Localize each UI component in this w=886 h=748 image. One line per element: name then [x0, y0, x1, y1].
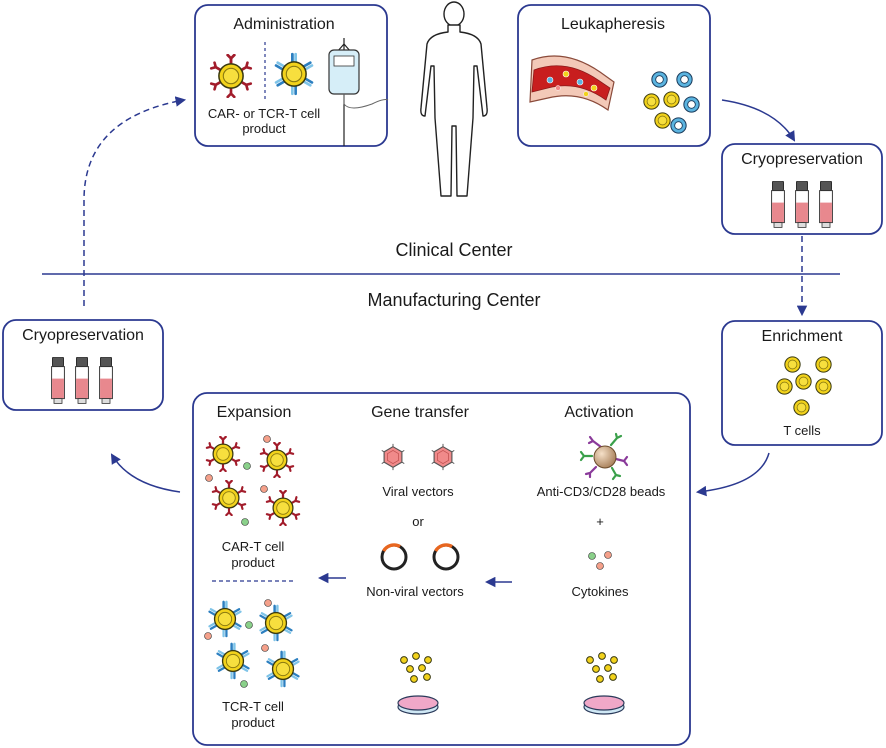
cryopreservation-right-title: Cryopreservation	[741, 151, 863, 168]
plus-label: +	[596, 514, 604, 529]
viral-vectors-label: Viral vectors	[382, 484, 454, 499]
expansion-car-t-cells	[205, 435, 300, 526]
enrichment-title: Enrichment	[761, 328, 843, 345]
cytokines-label: Cytokines	[571, 584, 629, 599]
petri-dish-activation	[583, 695, 625, 715]
arrow-cryo-to-administration	[83, 96, 187, 306]
administration-title: Administration	[233, 16, 335, 33]
vials-right	[771, 181, 833, 228]
beads-label: Anti-CD3/CD28 beads	[536, 484, 666, 499]
tcr-t-label-line2: product	[231, 715, 275, 730]
or-label: or	[412, 514, 424, 529]
administration-caption-line2: product	[242, 121, 286, 136]
blood-vessel-icon	[529, 55, 615, 112]
iv-bag-icon	[328, 38, 389, 146]
human-silhouette-icon	[420, 1, 488, 197]
arrow-expansion-to-cryo	[110, 453, 181, 493]
cryopreservation-left-title: Cryopreservation	[22, 327, 144, 344]
expansion-title: Expansion	[216, 404, 292, 421]
car-t-label-line1: CAR-T cell	[221, 539, 285, 554]
cytokine-icon	[588, 551, 612, 570]
arrow-leukapheresis-to-cryo	[721, 99, 796, 142]
administration-caption-line1: CAR- or TCR-T cell	[207, 106, 321, 121]
vials-left	[51, 357, 113, 404]
car-t-label-line2: product	[231, 555, 275, 570]
arrow-enrichment-to-activation	[695, 452, 770, 497]
manufacturing-center-label: Manufacturing Center	[367, 290, 541, 310]
leukapheresis-box	[517, 4, 711, 147]
activation-title: Activation	[564, 404, 634, 421]
non-viral-vectors-label: Non-viral vectors	[366, 584, 464, 599]
enrichment-caption: T cells	[783, 423, 821, 438]
leukapheresis-title: Leukapheresis	[560, 16, 666, 33]
tcr-t-label-line1: TCR-T cell	[222, 699, 284, 714]
gene-transfer-cells	[400, 652, 432, 683]
expansion-tcr-t-cells	[204, 599, 299, 688]
bead-icon	[579, 432, 629, 481]
activation-cells	[586, 652, 618, 683]
petri-dish-gene-transfer	[397, 695, 439, 715]
clinical-center-label: Clinical Center	[395, 240, 513, 260]
gene-transfer-title: Gene transfer	[371, 404, 469, 421]
